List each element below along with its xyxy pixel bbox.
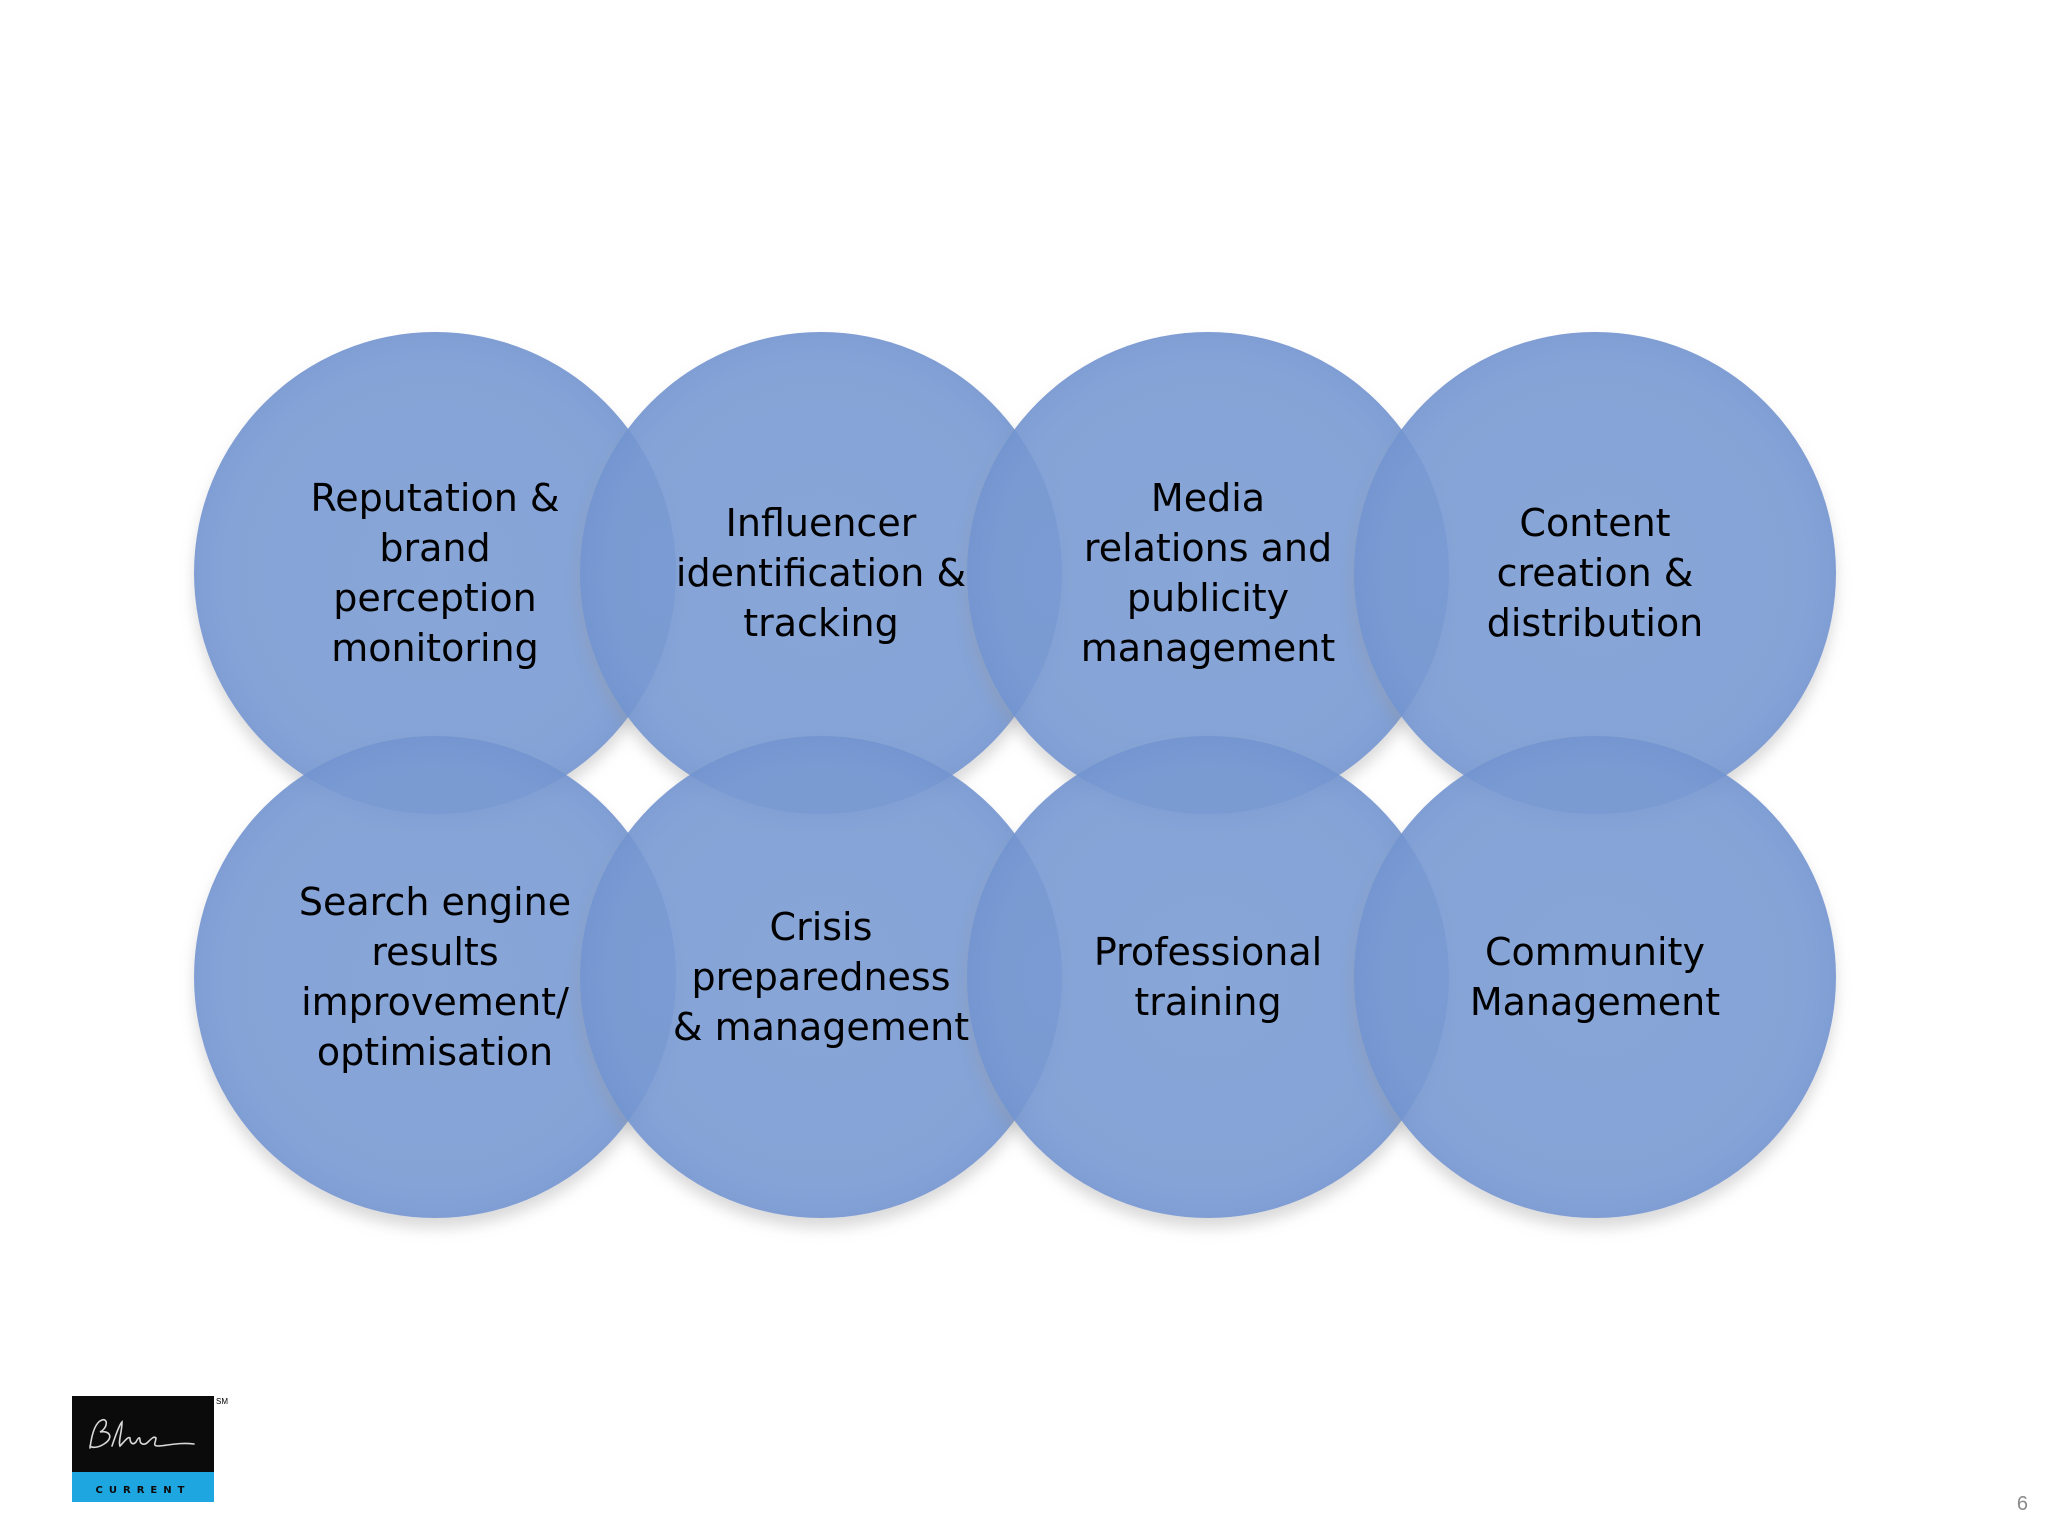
page-number: 6 <box>2016 1493 2028 1515</box>
logo-subtext: CURRENT <box>95 1485 191 1496</box>
label-search-engine: Search engine results improvement/ optim… <box>298 880 572 1074</box>
blue-script-icon <box>89 1418 195 1449</box>
blue-current-logo: CURRENT <box>72 1396 214 1502</box>
label-reputation: Reputation & brand perception monitoring <box>310 476 560 670</box>
label-content: Content creation & distribution <box>1486 501 1704 645</box>
label-crisis: Crisis preparedness & management <box>672 905 970 1049</box>
label-community: Community Management <box>1469 930 1721 1024</box>
label-training: Professional training <box>1093 930 1323 1024</box>
circle-content <box>1354 332 1836 814</box>
logo-service-mark: SM <box>216 1397 228 1406</box>
circle-community <box>1354 736 1836 1218</box>
label-influencer: Influencer identification & tracking <box>675 501 967 645</box>
label-media-relations: Media relations and publicity management <box>1080 476 1336 670</box>
logo-band: CURRENT <box>72 1472 214 1502</box>
